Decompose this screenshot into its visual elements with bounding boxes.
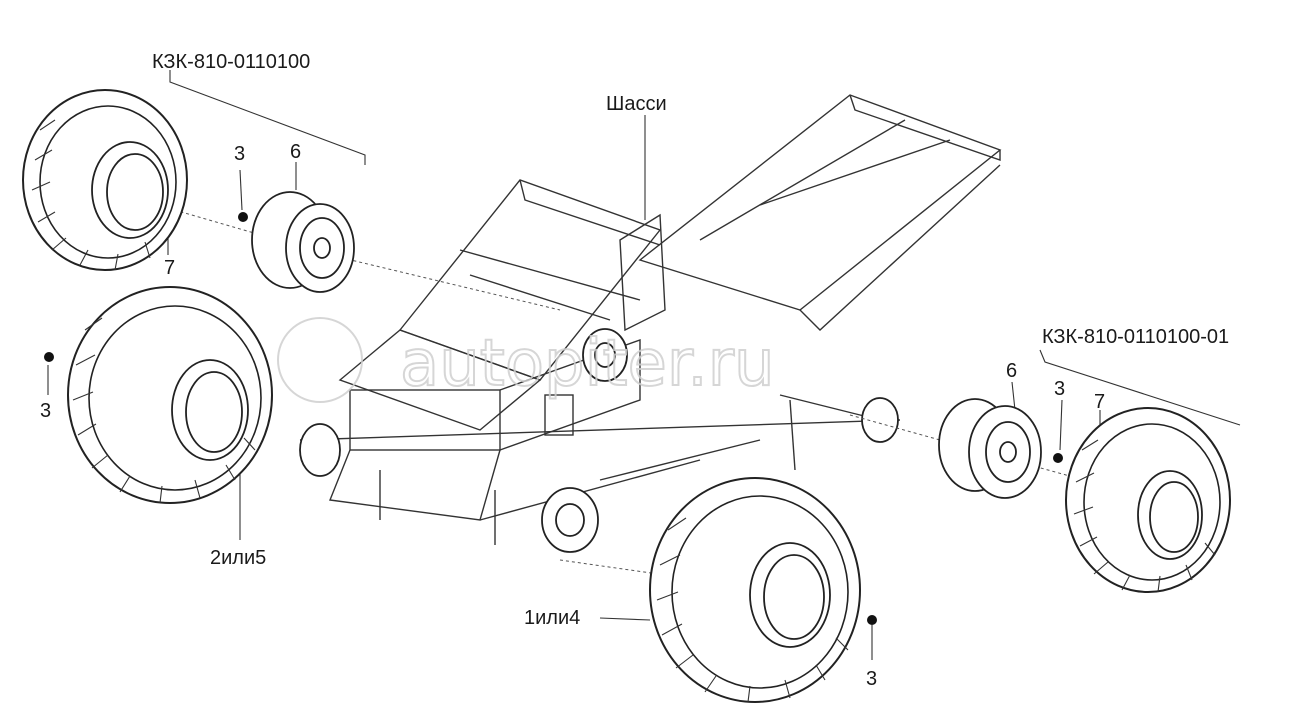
tire-left-large — [44, 286, 273, 504]
nut-icon — [44, 352, 54, 362]
assembly-label-left: КЗК-810-0110100 — [152, 51, 310, 73]
labels: КЗК-810-0110100 КЗК-810-0110100-01 Шасси… — [40, 51, 1229, 690]
callout-3-left: 3 — [40, 400, 51, 422]
callout-7-right: 7 — [1094, 391, 1105, 413]
watermark-text: autopiter.ru — [400, 327, 775, 401]
nut-icon — [867, 615, 877, 625]
callout-1or4: 1или4 — [524, 607, 580, 629]
chassis-frame — [299, 94, 1002, 553]
assembly-label-right: КЗК-810-0110100-01 — [1042, 326, 1229, 348]
rim-right — [938, 398, 1063, 499]
callout-3-right: 3 — [1054, 378, 1065, 400]
watermark-circle-icon — [277, 317, 363, 403]
callout-6-right: 6 — [1006, 360, 1017, 382]
tire-top-left — [22, 89, 188, 271]
callout-7-top: 7 — [164, 257, 175, 279]
rim-top-left — [238, 191, 355, 293]
nut-icon — [1053, 453, 1063, 463]
watermark-logo: autopiter.ru — [277, 317, 776, 403]
callout-6-top: 6 — [290, 141, 301, 163]
callout-3-top: 3 — [234, 143, 245, 165]
tire-right — [1065, 407, 1231, 593]
callout-2or5: 2или5 — [210, 547, 266, 569]
nut-icon — [238, 212, 248, 222]
chassis-label: Шасси — [606, 93, 667, 115]
tire-front-large — [649, 477, 877, 703]
callout-3-bottom: 3 — [866, 668, 877, 690]
